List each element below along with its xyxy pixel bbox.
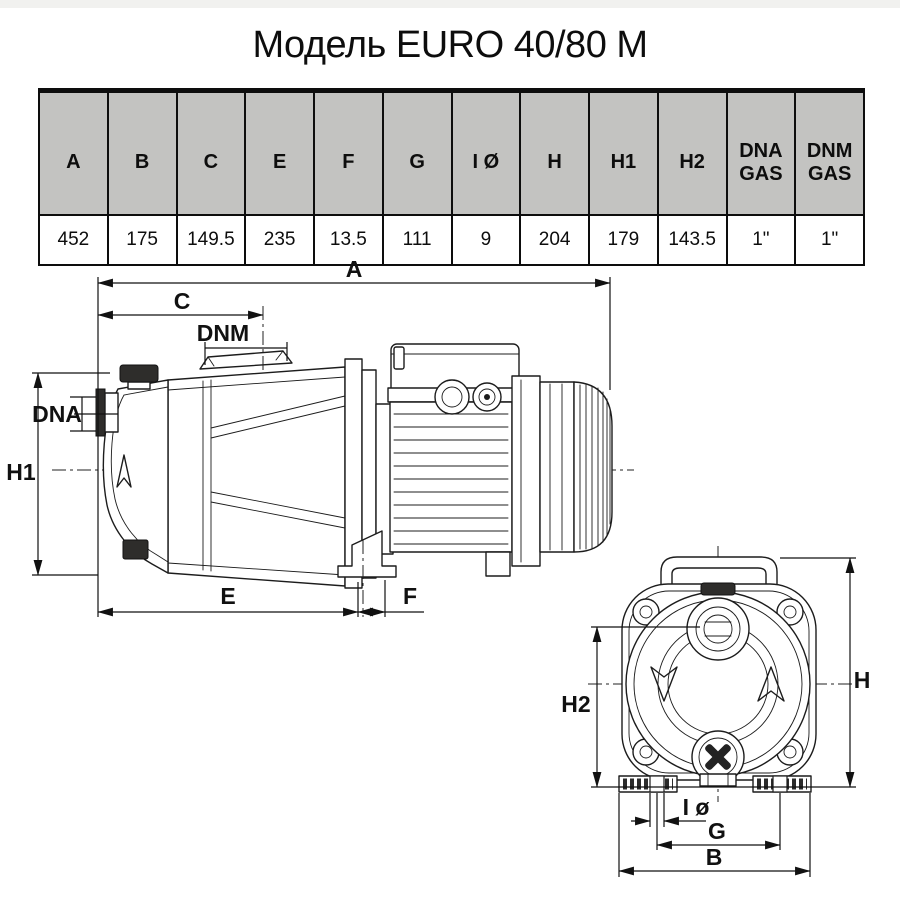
top-cap (700, 582, 736, 596)
front-view-dimensions: H H2 I ø G B (561, 557, 871, 877)
front-view-drawing: H H2 I ø G B (561, 546, 870, 877)
dim-label-c: C (174, 288, 191, 314)
table-header-cell: A (38, 89, 109, 216)
side-view-dimensions: A C DNM DNA H1 E (6, 256, 611, 617)
motor-foot (485, 551, 511, 577)
dim-label-i-diameter: I ø (683, 794, 710, 820)
side-view-drawing: A C DNM DNA H1 E (6, 256, 634, 617)
table-header-cell: E (244, 89, 315, 216)
flow-arrow-down-icon (650, 666, 678, 702)
table-value-cell: 452 (38, 214, 109, 266)
table-value-cell: 13.5 (313, 214, 384, 266)
cable-gland (434, 379, 470, 415)
dim-label-dnm: DNM (197, 320, 249, 346)
table-value-cell: 143.5 (656, 214, 728, 266)
page-title: Модель EURO 40/80 M (252, 24, 648, 66)
table-header-row: A B C E F G I Ø H H1 H2 DNA GAS DNM GAS (38, 89, 865, 216)
table-header-cell: H (519, 89, 590, 216)
table-header-cell: B (106, 89, 178, 216)
table-value-cell: 9 (450, 214, 522, 266)
table-value-cell: 149.5 (175, 214, 247, 266)
fan-cover (539, 381, 575, 553)
flow-arrow-up-icon (757, 666, 785, 702)
table-header-cell: C (175, 89, 247, 216)
foot-slot-right (772, 775, 788, 793)
dim-label-dna: DNA (32, 401, 82, 427)
support-foot (337, 530, 397, 578)
table-value-cell: 204 (519, 214, 590, 266)
dim-label-e: E (220, 583, 235, 609)
table-value-cell: 1" (725, 214, 797, 266)
table-header-cell: I Ø (450, 89, 522, 216)
table-value-cell: 1" (794, 214, 865, 266)
table-header-cell: G (381, 89, 453, 216)
dim-label-h: H (854, 667, 871, 693)
fan-cover-ribs (579, 384, 611, 550)
pump-front (618, 556, 817, 793)
table-value-cell: 179 (588, 214, 659, 266)
table-value-cell: 235 (244, 214, 315, 266)
table-header-cell: H2 (656, 89, 728, 216)
drain-plug-side (122, 539, 149, 560)
table-header-cell: F (313, 89, 384, 216)
table-value-cell: 111 (381, 214, 453, 266)
dim-label-b: B (706, 844, 723, 870)
body-ribs (210, 395, 346, 529)
foot-slot-left (649, 775, 665, 793)
motor-body (389, 401, 513, 553)
dim-label-a: A (346, 256, 363, 282)
dim-label-h2: H2 (561, 691, 590, 717)
table-header-cell: DNM GAS (794, 89, 865, 216)
priming-plug (119, 364, 159, 383)
dim-label-g: G (708, 818, 726, 844)
dim-label-f: F (403, 583, 417, 609)
dim-label-h1: H1 (6, 459, 36, 485)
table-value-cell: 175 (106, 214, 178, 266)
dimensions-table: A B C E F G I Ø H H1 H2 DNA GAS DNM GAS … (38, 88, 865, 266)
top-strip (0, 0, 900, 8)
suction-port (95, 388, 106, 437)
flow-arrow-up-icon (116, 454, 132, 488)
pump-flange (337, 358, 397, 617)
motor-side (387, 343, 613, 577)
pump-body-side (95, 350, 346, 587)
table-header-cell: H1 (588, 89, 659, 216)
table-value-row: 452 175 149.5 235 13.5 111 9 204 179 143… (38, 214, 865, 266)
drain-plug-cross (705, 744, 731, 770)
table-header-cell: DNA GAS (725, 89, 797, 216)
